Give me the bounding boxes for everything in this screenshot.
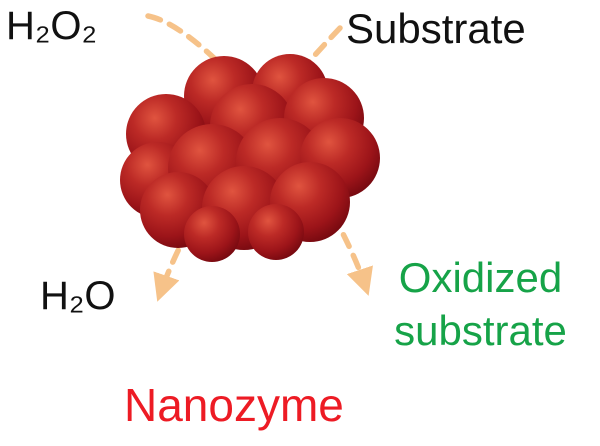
label-substrate: Substrate [346, 5, 526, 52]
nanoparticle-sphere-cluster-icon [120, 54, 380, 262]
label-oxidized-substrate: Oxidized substrate [394, 254, 567, 354]
dashed-arrow-peroxide-to-oxidized-icon [145, 13, 373, 296]
label-hydrogen-peroxide: H₂O₂ [6, 4, 98, 48]
label-water: H₂O [40, 274, 116, 318]
label-nanozyme-caption: Nanozyme [124, 379, 344, 431]
